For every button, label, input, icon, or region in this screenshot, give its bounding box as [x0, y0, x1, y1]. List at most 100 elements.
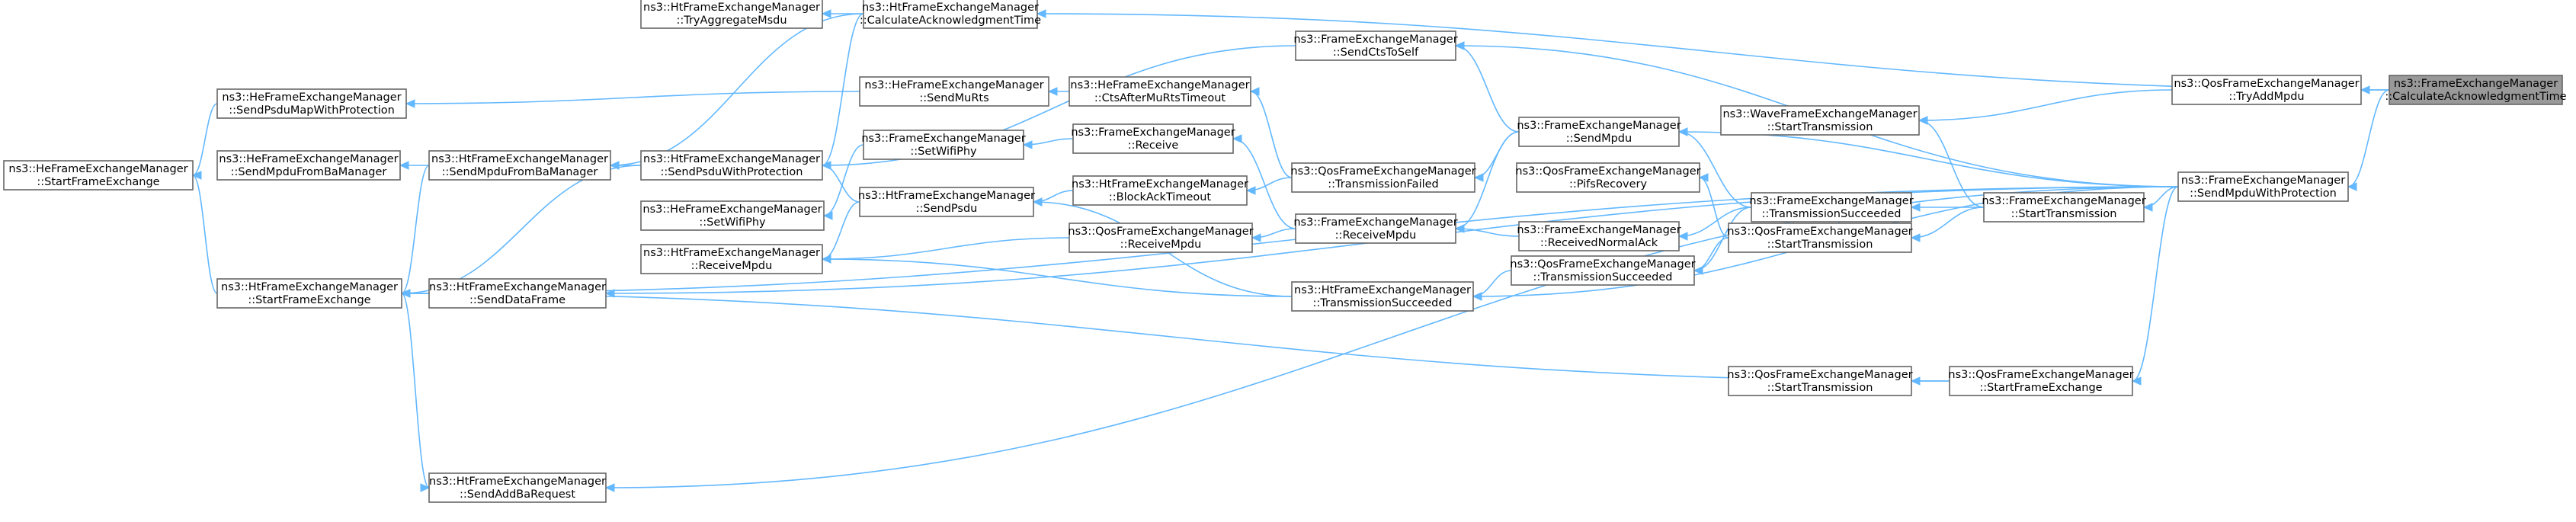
node-box [1072, 123, 1234, 154]
node-class-label: ns3::HtFrameExchangeManager [643, 247, 820, 259]
edge-arrowhead [399, 161, 409, 170]
edge-qos-tx-failed-to-he-cts-timeout [1250, 91, 1293, 178]
node-class-label: ns3::FrameExchangeManager [2394, 78, 2558, 90]
node-box [640, 244, 823, 274]
node-qos-recv-mpdu[interactable]: ns3::QosFrameExchangeManager::ReceiveMpd… [1068, 223, 1254, 253]
node-box [640, 200, 825, 231]
node-ht-recv-mpdu[interactable]: ns3::HtFrameExchangeManager::ReceiveMpdu [640, 244, 823, 274]
node-class-label: ns3::QosFrameExchangeManager [1510, 258, 1695, 271]
node-method-label: ::TransmissionSucceeded [1762, 208, 1902, 220]
node-method-label: ::StartTransmission [2011, 208, 2117, 220]
node-method-label: ::SetWifiPhy [910, 146, 977, 158]
edge-arrowhead [1910, 203, 1921, 212]
node-method-label: ::ReceiveMpdu [1120, 239, 1202, 251]
node-fem-set-phy[interactable]: ns3::FrameExchangeManager::SetWifiPhy [861, 130, 1026, 160]
node-method-label: ::ReceiveMpdu [691, 260, 773, 272]
node-box [1983, 192, 2145, 223]
node-method-label: ::SendMuRts [919, 92, 988, 104]
node-fem-start[interactable]: ns3::FrameExchangeManager::StartTransmis… [1982, 192, 2146, 223]
node-qos-start-tx-c[interactable]: ns3::QosFrameExchangeManager::StartTrans… [1727, 366, 1913, 396]
edge-send-mpdu-wp-to-fem-send-mpdu [1678, 131, 2179, 187]
edge-arrowhead [1251, 233, 1261, 242]
node-class-label: ns3::HtFrameExchangeManager [1294, 284, 1471, 296]
edge-arrowhead [1232, 134, 1242, 143]
node-qos-tx-succ[interactable]: ns3::QosFrameExchangeManager::Transmissi… [1510, 255, 1696, 286]
edge-send-mpdu-wp-to-fem-start [2143, 186, 2179, 208]
node-qos-pifs[interactable]: ns3::QosFrameExchangeManager::PifsRecove… [1515, 162, 1701, 193]
node-class-label: ns3::QosFrameExchangeManager [2174, 78, 2359, 90]
node-he-send-murts[interactable]: ns3::HeFrameExchangeManager::SendMuRts [859, 76, 1049, 107]
node-qos-start-fe[interactable]: ns3::QosFrameExchangeManager::StartFrame… [1948, 366, 2134, 396]
node-box [859, 76, 1049, 107]
node-method-label: ::StartTransmission [1767, 121, 1873, 133]
node-fem-tx-succ[interactable]: ns3::FrameExchangeManager::TransmissionS… [1749, 192, 1914, 223]
edge-try-add-mpdu-to-wave-start [1918, 89, 2173, 121]
edge-arrowhead [405, 99, 415, 108]
node-box [1295, 30, 1456, 61]
node-ht-tx-succ[interactable]: ns3::HtFrameExchangeManager::Transmissio… [1291, 281, 1474, 312]
node-fem-recv-ack[interactable]: ns3::FrameExchangeManager::ReceivedNorma… [1517, 221, 1681, 251]
node-box [859, 187, 1034, 217]
node-fem-receive[interactable]: ns3::FrameExchangeManager::Receive [1071, 123, 1235, 154]
node-method-label: ::SetWifiPhy [699, 216, 766, 229]
node-qos-tx-failed[interactable]: ns3::QosFrameExchangeManager::Transmissi… [1290, 162, 1476, 193]
node-ht-send-data[interactable]: ns3::HtFrameExchangeManager::SendDataFra… [428, 278, 607, 309]
node-method-label: ::SendPsduMapWithProtection [229, 104, 395, 117]
node-class-label: ns3::HeFrameExchangeManager [642, 203, 822, 216]
node-method-label: ::TransmissionFailed [1328, 178, 1439, 191]
node-method-label: ::SendPsdu [916, 203, 978, 215]
node-ht-psdu-wp[interactable]: ns3::HtFrameExchangeManager::SendPsduWit… [640, 150, 823, 181]
edge-ht-send-psdu-to-ht-recv-mpdu [822, 201, 860, 260]
edge-arrowhead [191, 171, 202, 180]
node-class-label: ns3::HtFrameExchangeManager [858, 190, 1035, 202]
node-box [1728, 366, 1912, 396]
node-calc-ack-fem[interactable]: ns3::FrameExchangeManager::CalculateAckn… [2385, 75, 2567, 105]
node-class-label: ns3::HtFrameExchangeManager [862, 2, 1039, 14]
edge-layer [191, 9, 2390, 492]
node-ht-send-psdu[interactable]: ns3::HtFrameExchangeManager::SendPsdu [858, 187, 1035, 217]
node-he-psdu-map[interactable]: ns3::HeFrameExchangeManager::SendPsduMap… [216, 88, 407, 119]
node-ht-send-mpdu-ba[interactable]: ns3::HtFrameExchangeManager::SendMpduFro… [428, 150, 611, 181]
node-ht-try-agg[interactable]: ns3::HtFrameExchangeManager::TryAggregat… [640, 0, 823, 29]
edge-qos-start-fe-to-ht-start-fe [401, 293, 1950, 382]
node-class-label: ns3::WaveFrameExchangeManager [1722, 108, 1917, 120]
node-he-send-mpdu-ba[interactable]: ns3::HeFrameExchangeManager::SendMpduFro… [216, 150, 401, 181]
node-class-label: ns3::FrameExchangeManager [1293, 216, 1457, 229]
edge-fem-send-mpdu-to-fem-recv-mpdu [1455, 131, 1520, 229]
node-ht-send-addba[interactable]: ns3::HtFrameExchangeManager::SendAddBaRe… [428, 472, 607, 503]
node-method-label: ::PifsRecovery [1569, 178, 1648, 191]
node-class-label: ns3::HtFrameExchangeManager [643, 2, 820, 14]
node-class-label: ns3::QosFrameExchangeManager [1515, 165, 1700, 178]
edge-ht-start-fe-to-he-start-fe [192, 175, 218, 294]
edge-arrowhead [1698, 173, 1709, 182]
edge-ht-start-fe-to-ht-send-addba [401, 293, 430, 488]
edge-he-send-murts-to-he-psdu-map [405, 91, 860, 104]
node-method-label: ::SendMpduFromBaManager [442, 166, 598, 178]
node-ht-blockack-to[interactable]: ns3::HtFrameExchangeManager::BlockAckTim… [1072, 175, 1248, 206]
node-method-label: ::StartFrameExchange [1979, 382, 2102, 394]
node-qos-start-tx[interactable]: ns3::QosFrameExchangeManager::StartTrans… [1727, 223, 1913, 253]
node-box [1072, 175, 1248, 206]
node-box [1728, 223, 1912, 253]
node-box [1291, 162, 1475, 193]
node-ht-calc-ack[interactable]: ns3::HtFrameExchangeManager::CalculateAc… [860, 0, 1041, 29]
edge-arrowhead [1910, 233, 1921, 242]
node-method-label: ::ReceiveMpdu [1335, 229, 1417, 242]
node-class-label: ns3::HtFrameExchangeManager [431, 153, 608, 165]
edge-ht-send-psdu-to-ht-psdu-wp [822, 165, 860, 203]
node-he-set-phy[interactable]: ns3::HeFrameExchangeManager::SetWifiPhy [640, 200, 825, 231]
node-try-add-mpdu[interactable]: ns3::QosFrameExchangeManager::TryAddMpdu [2171, 75, 2362, 105]
node-he-cts-timeout[interactable]: ns3::HeFrameExchangeManager::CtsAfterMuR… [1069, 76, 1251, 107]
node-fem-recv-mpdu[interactable]: ns3::FrameExchangeManager::ReceiveMpdu [1293, 213, 1458, 244]
node-send-cts-self[interactable]: ns3::FrameExchangeManager::SendCtsToSelf [1293, 30, 1458, 61]
node-method-label: ::TransmissionSucceeded [1313, 297, 1453, 309]
node-wave-start[interactable]: ns3::WaveFrameExchangeManager::StartTran… [1720, 105, 1920, 136]
node-send-mpdu-wp[interactable]: ns3::FrameExchangeManager::SendMpduWithP… [2177, 171, 2349, 202]
node-ht-start-fe[interactable]: ns3::HtFrameExchangeManager::StartFrameE… [216, 278, 402, 309]
edge-calc-ack-fem-to-ht-calc-ack [1036, 13, 2390, 91]
edge-arrowhead [1036, 9, 1046, 18]
node-he-start-fe[interactable]: ns3::HeFrameExchangeManager::StartFrameE… [3, 160, 194, 191]
node-fem-send-mpdu[interactable]: ns3::FrameExchangeManager::SendMpdu [1517, 117, 1681, 147]
edge-arrowhead [1472, 292, 1482, 301]
